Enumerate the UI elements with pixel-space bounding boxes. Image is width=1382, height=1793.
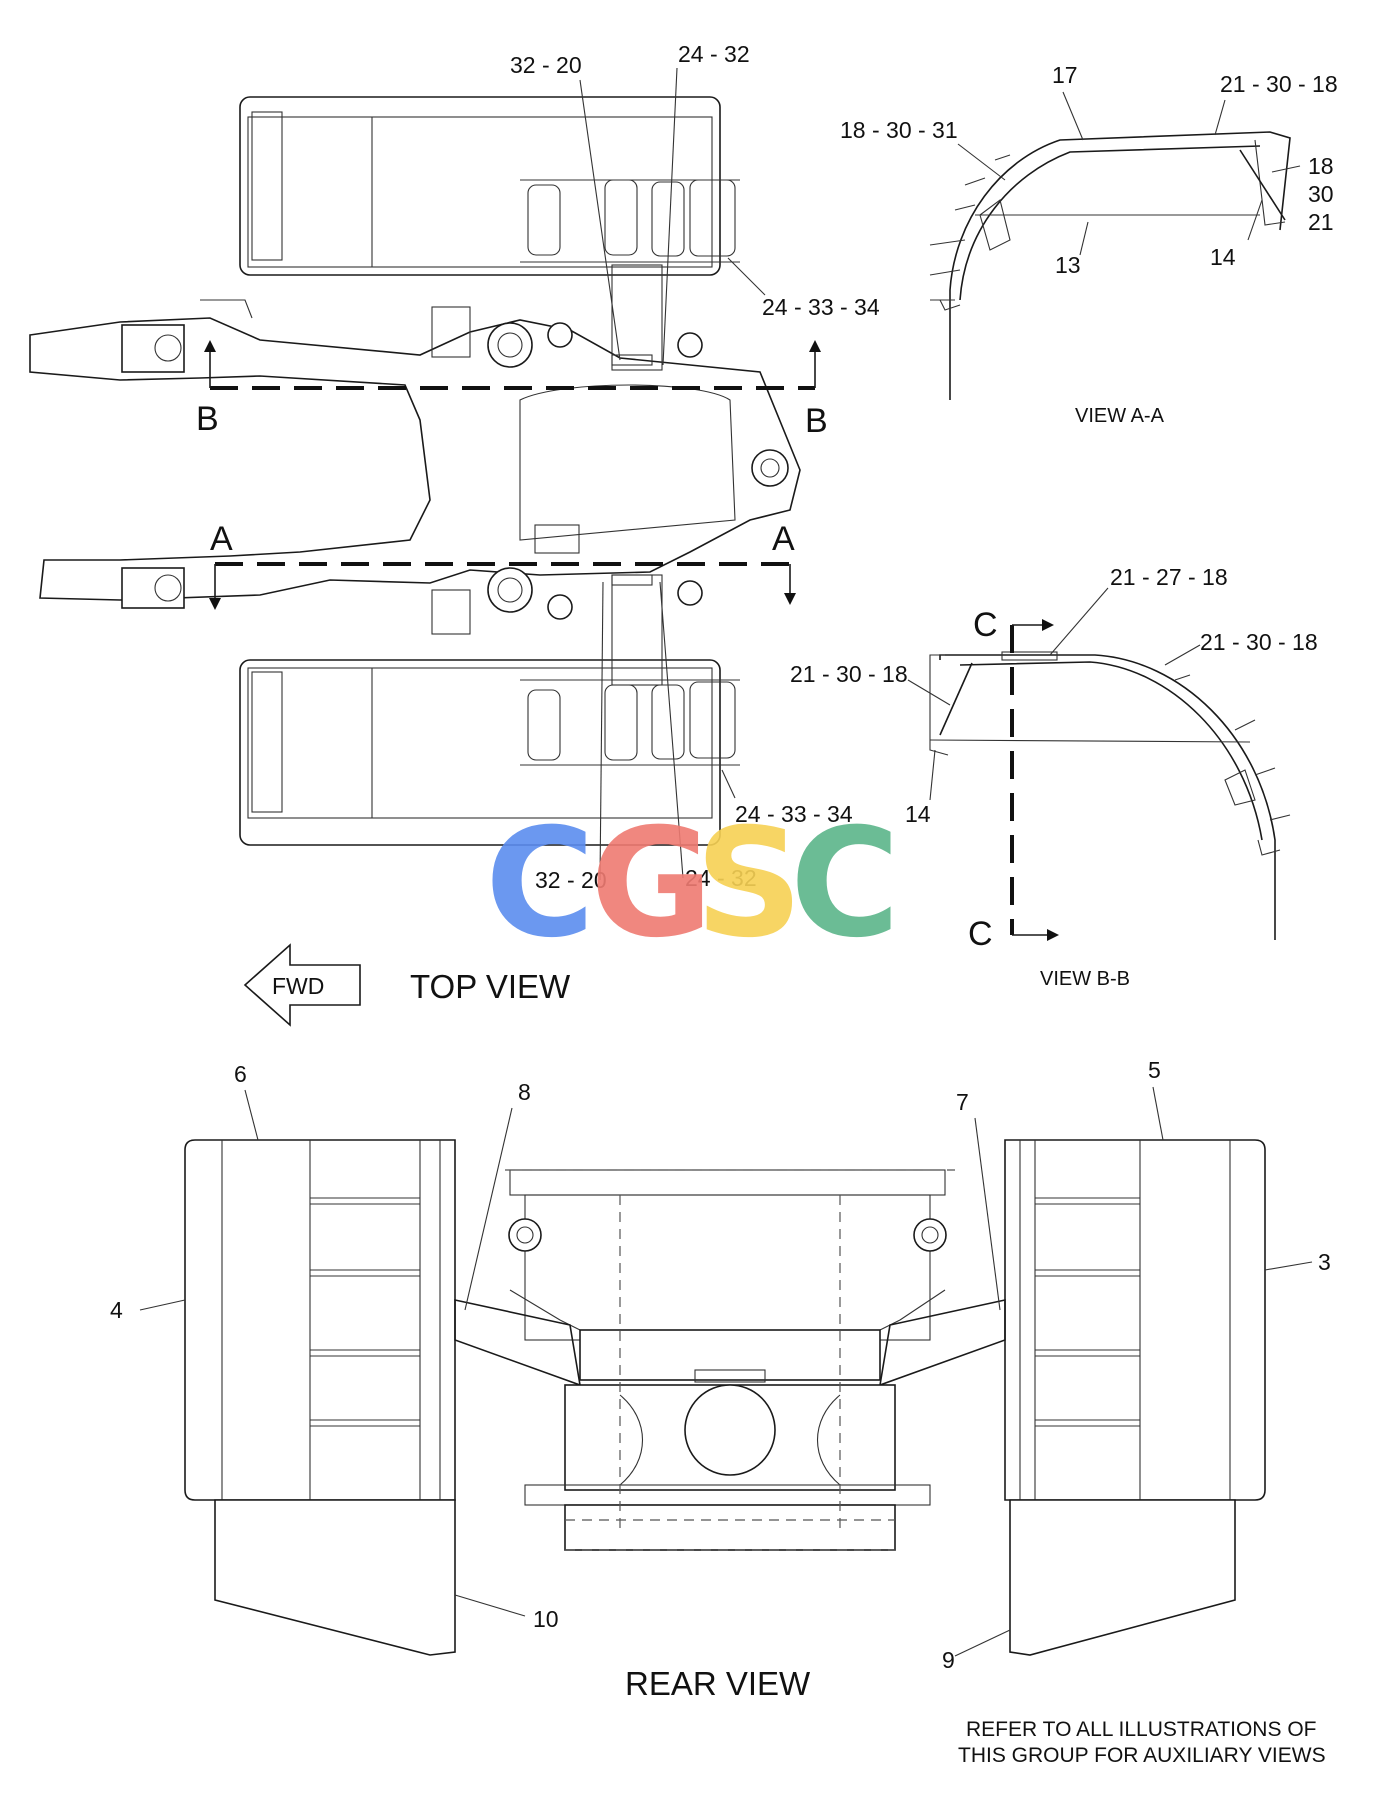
main-frame — [29, 299, 821, 635]
callout-30: 30 — [1308, 181, 1334, 207]
rear-view: 6 8 7 5 4 3 10 9 REAR VIEW — [110, 1057, 1331, 1702]
center-structure — [454, 1169, 1006, 1551]
left-track — [184, 1139, 456, 1656]
callout-5: 5 — [1148, 1057, 1161, 1083]
view-a-a-title: VIEW A-A — [1075, 405, 1165, 427]
watermark-letter-2: G — [590, 797, 713, 971]
section-b-right-label: B — [805, 402, 828, 440]
fwd-arrow-icon: FWD — [243, 943, 361, 1027]
section-b-left-label: B — [196, 400, 219, 438]
lower-track-frame — [239, 659, 740, 846]
callout-18: 18 — [1308, 153, 1334, 179]
callout-10: 10 — [533, 1606, 559, 1632]
callout-13: 13 — [1055, 252, 1081, 278]
auxiliary-views-note: REFER TO ALL ILLUSTRATIONS OF THIS GROUP… — [958, 1718, 1326, 1767]
callout-21: 21 — [1308, 209, 1334, 235]
section-a-left-label: A — [210, 520, 233, 558]
callout-3: 3 — [1318, 1249, 1331, 1275]
callout-9: 9 — [942, 1647, 955, 1673]
top-view-title: TOP VIEW — [410, 968, 571, 1005]
callout-8: 8 — [518, 1079, 531, 1105]
callout-32-20-top: 32 - 20 — [510, 52, 582, 78]
callout-4: 4 — [110, 1297, 123, 1323]
callout-6: 6 — [234, 1061, 247, 1087]
section-a-right-label: A — [772, 520, 795, 558]
callout-21-30-18-view-aa: 21 - 30 - 18 — [1220, 71, 1338, 97]
callout-24-33-34-top: 24 - 33 - 34 — [762, 294, 880, 320]
fwd-label: FWD — [272, 973, 324, 999]
callout-24-32-bottom: 24 - 32 — [685, 865, 757, 891]
callout-18-30-31: 18 - 30 - 31 — [840, 117, 958, 143]
view-b-b: 21 - 27 - 18 21 - 30 - 18 21 - 30 - 18 1… — [790, 564, 1318, 990]
rear-view-title: REAR VIEW — [625, 1665, 811, 1702]
callout-17: 17 — [1052, 62, 1078, 88]
note-line-2: THIS GROUP FOR AUXILIARY VIEWS — [958, 1744, 1326, 1767]
cgsc-watermark: C G S C — [485, 797, 900, 971]
callout-14-view-bb: 14 — [905, 801, 931, 827]
upper-track-frame — [239, 96, 740, 276]
right-track — [1004, 1139, 1266, 1656]
top-view: 32 - 20 24 - 32 24 - 33 - 34 24 - 33 - 3… — [29, 41, 880, 1027]
watermark-letter-4: C — [790, 797, 900, 971]
watermark-letter-3: S — [695, 797, 803, 971]
callout-24-33-34-bottom: 24 - 33 - 34 — [735, 801, 853, 827]
callout-7: 7 — [956, 1089, 969, 1115]
section-c-bottom-label: C — [968, 915, 993, 953]
callout-24-32-top: 24 - 32 — [678, 41, 750, 67]
section-c-top-label: C — [973, 606, 998, 644]
view-b-b-title: VIEW B-B — [1040, 968, 1130, 990]
callout-21-30-18-view-bb-left: 21 - 30 - 18 — [790, 661, 908, 687]
watermark-letter-1: C — [485, 797, 595, 971]
callout-21-27-18: 21 - 27 - 18 — [1110, 564, 1228, 590]
callout-32-20-bottom: 32 - 20 — [535, 867, 607, 893]
callout-21-30-18-view-bb-right: 21 - 30 - 18 — [1200, 629, 1318, 655]
view-a-a: 17 21 - 30 - 18 18 - 30 - 31 18 30 21 13… — [840, 62, 1338, 427]
note-line-1: REFER TO ALL ILLUSTRATIONS OF — [966, 1718, 1316, 1741]
callout-14-view-aa: 14 — [1210, 244, 1236, 270]
